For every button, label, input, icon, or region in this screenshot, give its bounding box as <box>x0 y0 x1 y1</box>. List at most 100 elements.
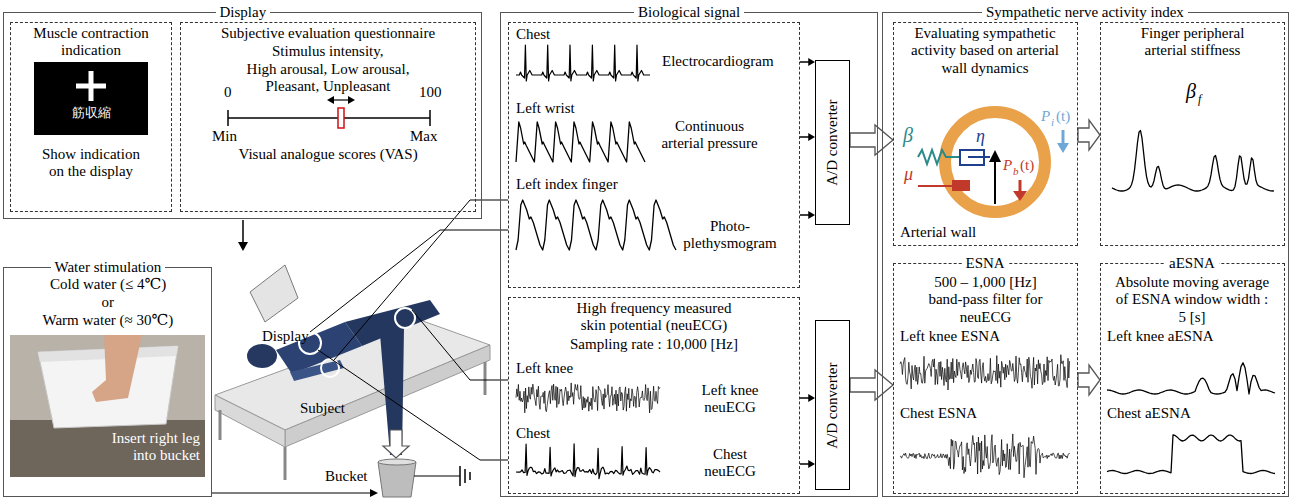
signal-waveform <box>516 122 645 162</box>
pressure-arrow <box>1013 191 1027 201</box>
node-text: Left knee ESNA <box>900 328 1000 345</box>
node-text: High arousal, Low arousal, Pleasant, Unp… <box>238 61 418 96</box>
arrow-head <box>808 133 815 141</box>
label-text: 100 <box>419 84 442 101</box>
node-text: Chest aESNA <box>1107 405 1191 422</box>
label-text: P <box>1003 157 1012 174</box>
wire <box>412 310 508 380</box>
label-text: β <box>903 124 913 147</box>
scale-tick <box>429 110 431 126</box>
label-text: P <box>1041 108 1050 125</box>
signal-arrow <box>800 394 815 402</box>
signal-waveform <box>516 200 676 250</box>
pressure-arrow <box>1057 143 1069 153</box>
signal-waveform <box>1107 363 1275 394</box>
node-text: Evaluating sympathetic activity based on… <box>905 25 1065 77</box>
node-text: Left wrist <box>516 100 575 117</box>
block-arrow <box>850 125 893 155</box>
bucket-rim <box>378 459 416 465</box>
signal-box: High frequency measured skin potential (… <box>508 297 800 494</box>
node-text: Insert right leg into bucket <box>90 430 200 465</box>
screen: 筋収縮 <box>34 62 148 135</box>
node-text: Left index finger <box>516 176 618 193</box>
label-text: Bucket <box>325 468 368 485</box>
node-text: Arterial wall <box>900 224 976 241</box>
signal-waveform <box>900 355 1070 390</box>
photo-floor <box>10 420 205 477</box>
converter-box: A/D converter <box>815 320 850 490</box>
panel-title: Biological signal <box>634 4 744 21</box>
pressure-arrow <box>1019 180 1022 192</box>
signal-arrow <box>800 211 815 219</box>
label-text: i <box>1051 116 1054 129</box>
bed-leg <box>219 410 222 440</box>
node-text: Visual analogue scores (VAS) <box>239 146 418 163</box>
index-panel: Sympathetic nerve activity indexEvaluati… <box>882 12 1289 497</box>
artery-ring <box>945 112 1045 212</box>
pressure-arrow <box>1062 130 1065 144</box>
bed-side <box>215 395 285 447</box>
signal-panel: Biological signalChestElectrocardiogramL… <box>500 12 878 497</box>
signal-waveform <box>516 444 660 479</box>
signal-arrow <box>800 58 815 66</box>
block-arrow-shape <box>850 370 893 400</box>
arrow-head <box>370 489 378 497</box>
display-panel: DisplayMuscle contraction indicationShow… <box>3 12 482 219</box>
node-text: Cold water (≤ 4℃) <box>50 276 166 293</box>
node-text: f <box>1198 93 1201 107</box>
ground-symbol <box>459 466 461 486</box>
arrow-line <box>242 220 244 243</box>
signal-arrow <box>800 133 815 141</box>
ground-symbol <box>464 469 466 483</box>
signal-arrow <box>800 460 815 468</box>
label-text: Min <box>212 128 237 145</box>
node-text: A/D converter <box>824 362 841 448</box>
leader-line <box>212 492 372 493</box>
node-text: Warm water (≈ 30℃) <box>43 312 174 329</box>
arrow-line <box>800 214 809 216</box>
node-text: Subjective evaluation questionnaire <box>221 25 435 42</box>
water-panel: Water stimulationCold water (≤ 4℃)orWarm… <box>3 267 212 497</box>
block-arrow <box>850 370 893 400</box>
label-text: μ <box>904 164 913 185</box>
slider-mark <box>338 108 344 128</box>
bucket <box>378 462 416 497</box>
arrow-line <box>800 463 809 465</box>
arrow-head <box>238 242 248 251</box>
wire <box>334 200 508 360</box>
block-arrow-shape <box>1078 365 1100 395</box>
panel-title: ESNA <box>962 255 1009 272</box>
waveforms <box>516 45 1275 479</box>
block-arrow <box>383 430 409 458</box>
photo-leg <box>92 335 142 402</box>
node-text: Continuous arterial pressure <box>652 118 767 153</box>
label-text: Max <box>410 128 438 145</box>
node-text: A/D converter <box>824 100 841 186</box>
node-text: 筋収縮 <box>72 106 111 121</box>
ground-wire <box>414 475 460 476</box>
scale-line <box>228 117 430 119</box>
node-text: 500 – 1,000 [Hz] band-pass filter for ne… <box>928 274 1043 326</box>
friction-block <box>952 180 970 191</box>
signal-waveform <box>516 45 650 81</box>
pressure-arrow <box>989 150 1001 162</box>
panel-title: Display <box>216 4 271 21</box>
wire <box>318 350 508 460</box>
node-text: Electrocardiogram <box>662 53 774 70</box>
node-text: Left knee aESNA <box>1107 328 1214 345</box>
slider-arrow <box>348 96 355 104</box>
node-text: High frequency measured skin potential (… <box>574 300 734 335</box>
node-text: Stimulus intensity, <box>272 43 384 60</box>
photo-ground <box>10 335 205 477</box>
indication-box: Muscle contraction indicationShow indica… <box>10 22 172 212</box>
label-text: Subject <box>300 400 345 417</box>
node-text: Photo-plethysmogram <box>680 218 780 253</box>
label-text: 0 <box>224 84 232 101</box>
converter-box: A/D converter <box>815 60 850 225</box>
block-arrow <box>1078 120 1100 150</box>
block-arrow-shape <box>850 125 893 155</box>
node-text: Muscle contraction indication <box>14 25 168 60</box>
label-text: (t) <box>1056 108 1070 125</box>
screen-fill <box>34 62 148 135</box>
